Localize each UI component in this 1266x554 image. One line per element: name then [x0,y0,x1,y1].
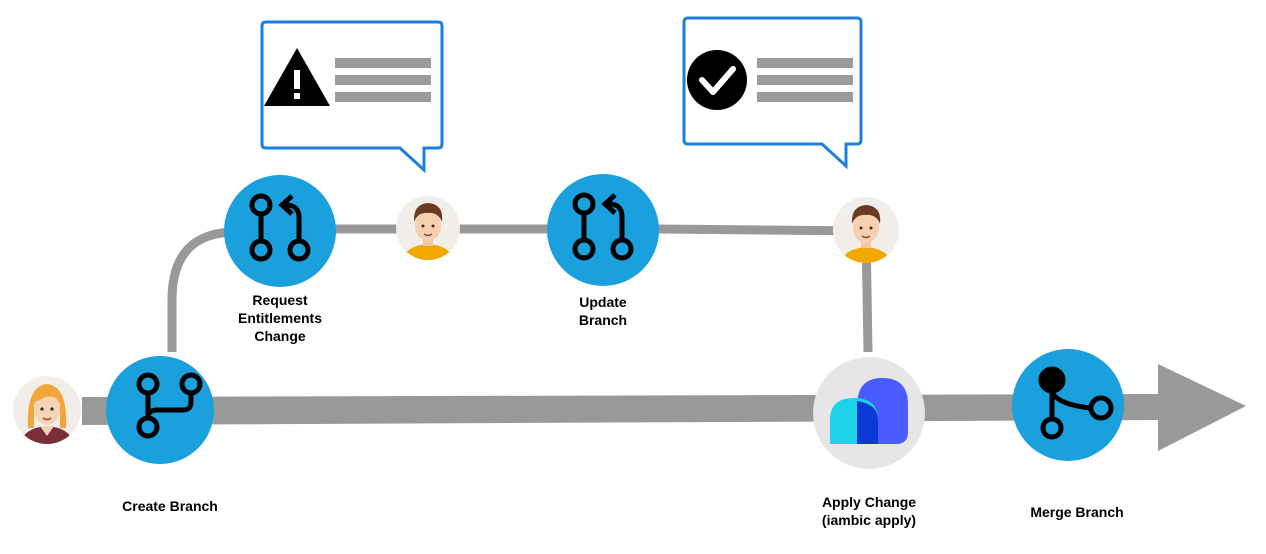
apply-change-node [813,357,925,469]
check-circle-icon [687,50,747,110]
warning-bubble [260,20,444,174]
text-lines [335,58,431,102]
request-change-node [224,175,336,287]
main-arrow-head [1158,364,1246,451]
avatar-man-icon [396,196,460,260]
label-line: Change [254,328,306,344]
create-branch-node [106,356,214,464]
branch-path [167,224,873,353]
warning-icon [264,48,330,106]
create-branch-label: Create Branch [90,497,250,515]
label-line: Create Branch [122,498,218,514]
label-line: (iambic apply) [821,512,917,528]
label-line: Request [252,292,308,308]
update-branch-label: Update Branch [543,293,663,329]
approved-bubble [682,16,863,170]
git-merge-icon [1038,366,1114,440]
request-change-label: Request Entitlements Change [210,291,350,345]
git-branch-icon [136,372,203,439]
merge-branch-node [1012,349,1124,461]
iambic-logo-icon [830,378,908,444]
label-line: Apply Change [821,494,917,510]
text-lines [757,58,853,102]
update-branch-node [547,174,659,286]
label-line: Branch [578,312,628,328]
label-line: Update [579,294,627,310]
apply-change-label: Apply Change (iambic apply) [789,493,949,529]
avatar-man-icon [833,197,899,263]
avatar-woman-icon [13,376,81,444]
git-pull-request-icon [572,192,634,261]
label-line: Merge Branch [1030,504,1124,520]
merge-branch-label: Merge Branch [997,503,1157,521]
git-pull-request-icon [249,193,311,262]
label-line: Entitlements [237,310,322,326]
